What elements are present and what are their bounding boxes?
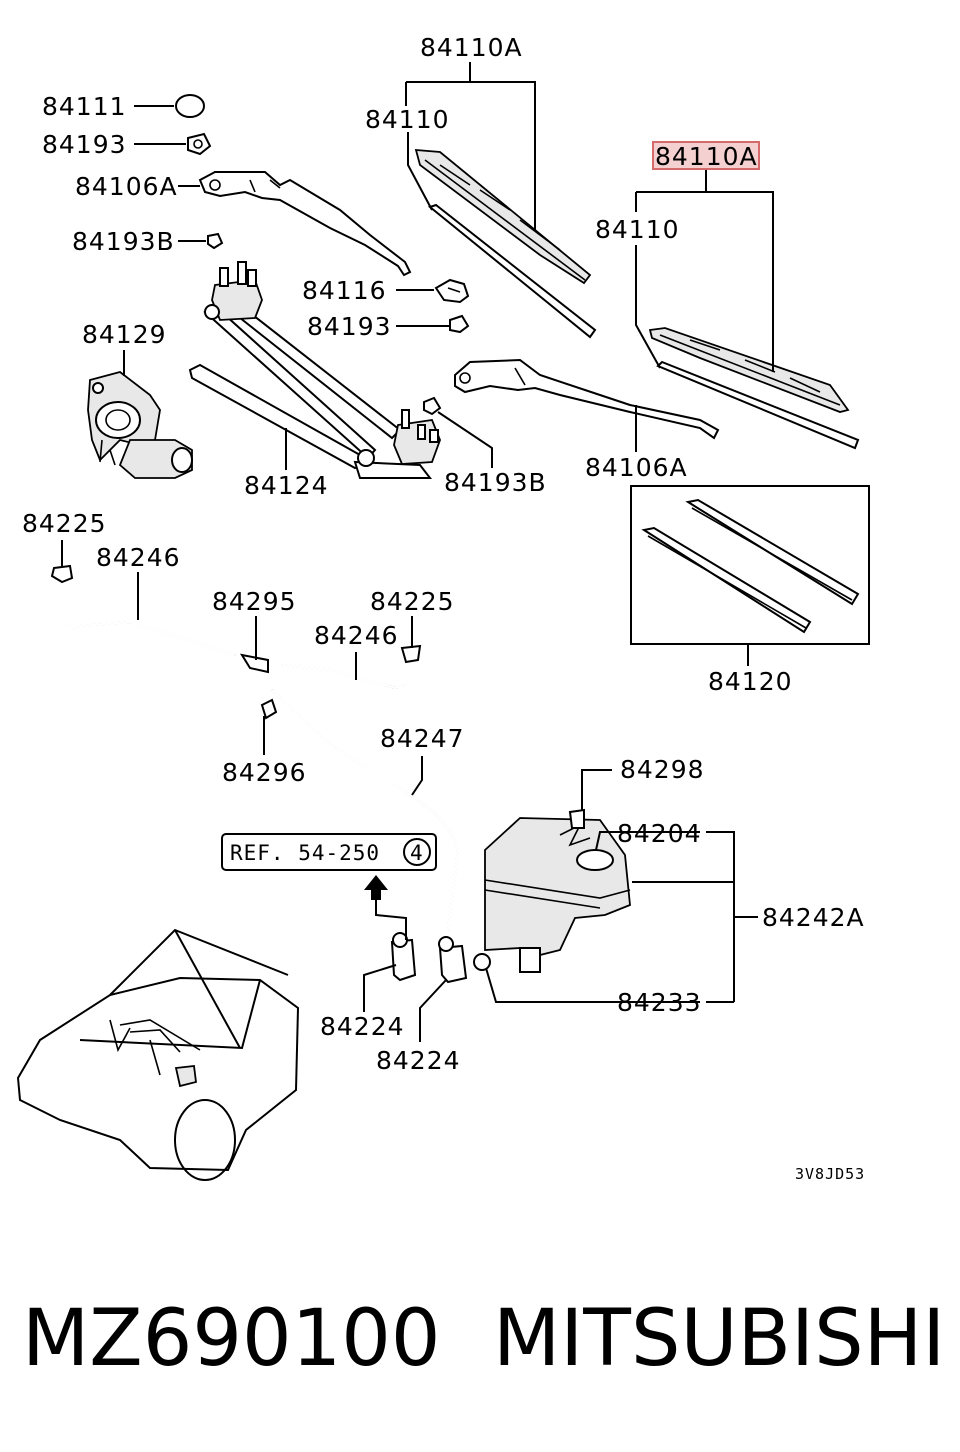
blade-refills <box>641 498 860 634</box>
label-84225-b: 84225 <box>370 587 455 616</box>
leader-84110-left <box>407 132 433 211</box>
label-84247: 84247 <box>380 724 465 753</box>
bracket-84242A <box>632 831 758 1002</box>
leader-84193B-b <box>437 411 493 468</box>
cap-84111 <box>175 94 205 118</box>
label-84110A-highlighted: 84110A <box>655 142 758 171</box>
leader-84247 <box>411 756 423 796</box>
wiper-blade-right <box>648 327 860 450</box>
grommet-84233 <box>473 953 491 971</box>
leader-84110-right <box>635 245 661 369</box>
diagram-code: 3V8JD53 <box>795 1165 865 1183</box>
part-number: MZ690100 <box>22 1294 441 1384</box>
label-84242A: 84242A <box>762 903 865 932</box>
car-outline <box>16 928 300 1181</box>
ref-leader <box>375 900 407 940</box>
ref-circle <box>403 838 431 866</box>
nut-84193-b <box>449 314 470 334</box>
label-84246-b: 84246 <box>314 621 399 650</box>
wiper-blade-left <box>414 148 597 339</box>
label-84106A-bottom: 84106A <box>585 453 688 482</box>
label-84193B-b: 84193B <box>444 468 547 497</box>
nut-84193B-b <box>423 396 442 416</box>
label-84224-a: 84224 <box>320 1012 405 1041</box>
ref-box <box>221 833 437 871</box>
bracket-84110A-right <box>635 170 774 372</box>
screw-84298 <box>568 808 585 829</box>
wiper-motor <box>87 371 193 479</box>
label-84193-a: 84193 <box>42 130 127 159</box>
label-84233: 84233 <box>617 988 702 1017</box>
label-84193B-a: 84193B <box>72 227 175 256</box>
leader-84298 <box>581 769 612 810</box>
brand-name: MITSUBISHI <box>493 1294 945 1384</box>
label-84110-right: 84110 <box>595 215 680 244</box>
refill-box <box>630 485 870 645</box>
label-84296: 84296 <box>222 758 307 787</box>
label-84129: 84129 <box>82 320 167 349</box>
label-84298: 84298 <box>620 755 705 784</box>
label-84193-b: 84193 <box>307 312 392 341</box>
ref-circled-number: 4 <box>410 841 424 865</box>
label-84106A-top: 84106A <box>75 172 178 201</box>
label-84224-b: 84224 <box>376 1046 461 1075</box>
label-84204: 84204 <box>617 819 702 848</box>
highlight-box <box>652 141 760 170</box>
cap-84116 <box>434 278 470 304</box>
wiper-linkage <box>188 261 441 479</box>
leader-84224-a <box>363 964 397 1012</box>
ref-text: REF. 54-250 <box>230 841 380 865</box>
nut-84193-a <box>187 132 212 156</box>
label-84116: 84116 <box>302 276 387 305</box>
washer-tank <box>484 817 631 973</box>
washer-pumps <box>390 932 468 984</box>
leader-84224-b <box>419 979 447 1042</box>
bracket-84110A-top <box>405 62 536 230</box>
leader-84204 <box>595 831 700 851</box>
ref-arrow <box>364 875 388 900</box>
label-84110A-top: 84110A <box>420 33 523 62</box>
label-84225-a: 84225 <box>22 509 107 538</box>
label-84120: 84120 <box>708 667 793 696</box>
washer-hoses <box>50 564 460 931</box>
label-84246-a: 84246 <box>96 543 181 572</box>
leader-84233 <box>485 967 734 1003</box>
label-84295: 84295 <box>212 587 297 616</box>
label-84111: 84111 <box>42 92 127 121</box>
wiper-arm-top <box>198 171 412 277</box>
label-84110-left: 84110 <box>365 105 450 134</box>
wiper-arm-bottom <box>454 358 720 440</box>
nut-84193B-a <box>207 232 224 250</box>
label-84124: 84124 <box>244 471 329 500</box>
